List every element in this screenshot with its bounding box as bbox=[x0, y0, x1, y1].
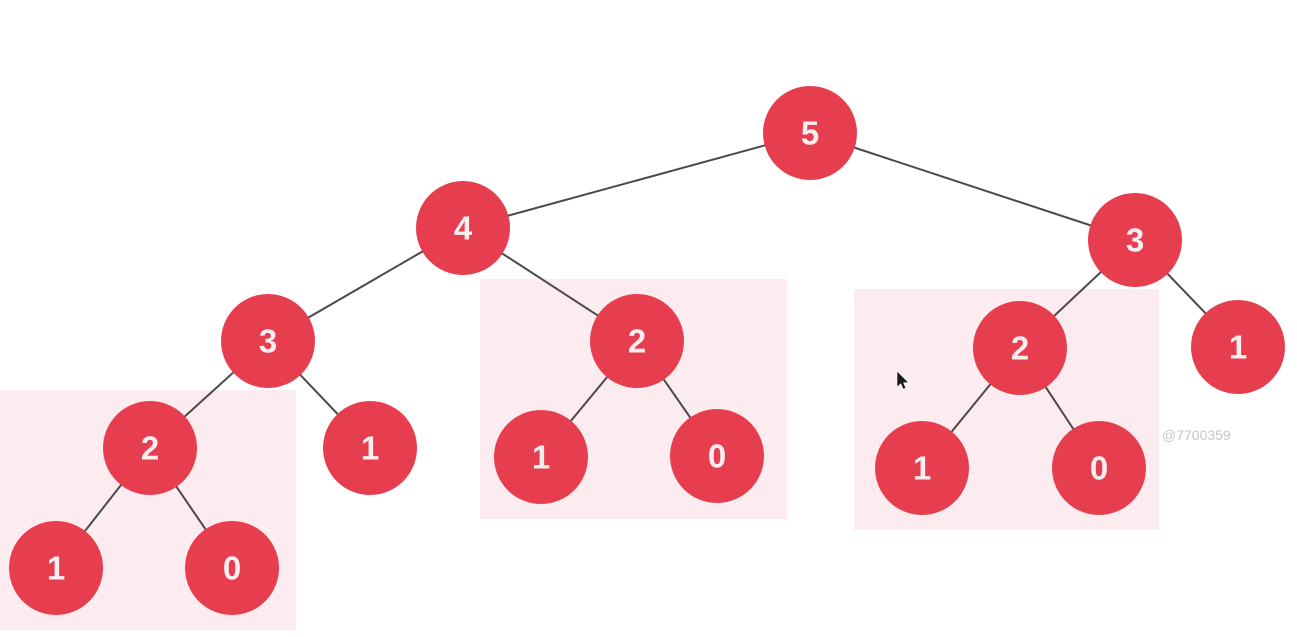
node-label: 4 bbox=[454, 210, 473, 247]
node-circle bbox=[185, 521, 279, 615]
node-circle bbox=[1088, 193, 1182, 287]
node-circle bbox=[494, 410, 588, 504]
tree-node: 1 bbox=[9, 521, 103, 615]
node-label: 1 bbox=[361, 430, 379, 467]
tree-node: 5 bbox=[763, 86, 857, 180]
node-circle bbox=[670, 409, 764, 503]
tree-node: 0 bbox=[1052, 421, 1146, 515]
mouse-cursor-icon bbox=[896, 370, 910, 390]
tree-node: 0 bbox=[185, 521, 279, 615]
watermark-text: @7700359 bbox=[1162, 427, 1231, 443]
tree-node: 1 bbox=[323, 401, 417, 495]
node-label: 1 bbox=[1229, 329, 1247, 366]
node-label: 0 bbox=[223, 550, 241, 587]
tree-node: 2 bbox=[590, 294, 684, 388]
node-circle bbox=[973, 301, 1067, 395]
tree-node: 3 bbox=[1088, 193, 1182, 287]
tree-node: 2 bbox=[973, 301, 1067, 395]
tree-edge bbox=[809, 132, 1136, 241]
node-circle bbox=[875, 421, 969, 515]
tree-nodes: 5 4 3 3 2 2 1 2 1 1 0 1 0 1 0 bbox=[9, 86, 1285, 615]
tree-node: 1 bbox=[875, 421, 969, 515]
tree-node: 1 bbox=[494, 410, 588, 504]
node-circle bbox=[1191, 300, 1285, 394]
tree-node: 2 bbox=[103, 401, 197, 495]
node-circle bbox=[9, 521, 103, 615]
node-label: 1 bbox=[913, 450, 931, 487]
node-circle bbox=[1052, 421, 1146, 515]
node-label: 3 bbox=[1126, 222, 1144, 259]
tree-node: 3 bbox=[221, 294, 315, 388]
node-label: 2 bbox=[141, 430, 159, 467]
node-label: 2 bbox=[628, 323, 646, 360]
node-circle bbox=[763, 86, 857, 180]
node-label: 1 bbox=[47, 550, 65, 587]
node-circle bbox=[221, 294, 315, 388]
node-label: 0 bbox=[708, 438, 726, 475]
tree-node: 4 bbox=[416, 181, 510, 275]
node-circle bbox=[323, 401, 417, 495]
node-circle bbox=[416, 181, 510, 275]
node-label: 0 bbox=[1090, 450, 1108, 487]
node-circle bbox=[590, 294, 684, 388]
node-label: 1 bbox=[532, 439, 550, 476]
node-label: 3 bbox=[259, 323, 277, 360]
node-circle bbox=[103, 401, 197, 495]
node-label: 2 bbox=[1011, 330, 1029, 367]
tree-node: 0 bbox=[670, 409, 764, 503]
tree-edge bbox=[462, 132, 811, 229]
tree-node: 1 bbox=[1191, 300, 1285, 394]
node-label: 5 bbox=[801, 115, 819, 152]
